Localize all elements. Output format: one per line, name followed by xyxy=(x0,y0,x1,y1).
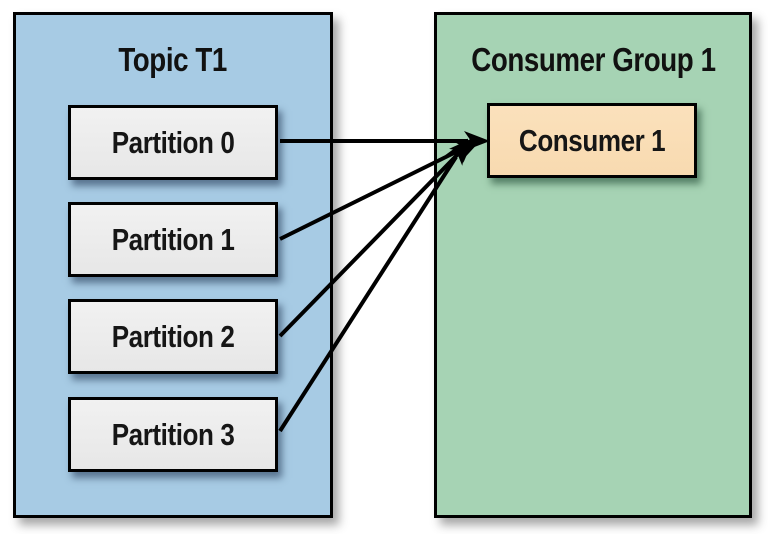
consumer-group-title-text: Consumer Group 1 xyxy=(470,41,716,78)
topic-title-text: Topic T1 xyxy=(118,41,228,78)
consumer-group-1-container: Consumer Group 1 Consumer 1 xyxy=(434,12,752,518)
partition-2-box: Partition 2 xyxy=(68,299,278,374)
consumer-1-box: Consumer 1 xyxy=(487,103,697,178)
partition-2-label: Partition 2 xyxy=(111,318,235,354)
partition-1-box: Partition 1 xyxy=(68,202,278,277)
partition-3-label: Partition 3 xyxy=(111,416,235,452)
partition-0-box: Partition 0 xyxy=(68,105,278,180)
partition-3-box: Partition 3 xyxy=(68,397,278,472)
topic-t1-container: Topic T1 Partition 0 Partition 1 Partiti… xyxy=(13,12,333,518)
consumer-1-label: Consumer 1 xyxy=(518,122,666,158)
consumer-group-title: Consumer Group 1 xyxy=(437,41,749,79)
topic-title: Topic T1 xyxy=(16,41,330,79)
partition-1-label: Partition 1 xyxy=(111,221,235,257)
partition-0-label: Partition 0 xyxy=(111,124,235,160)
